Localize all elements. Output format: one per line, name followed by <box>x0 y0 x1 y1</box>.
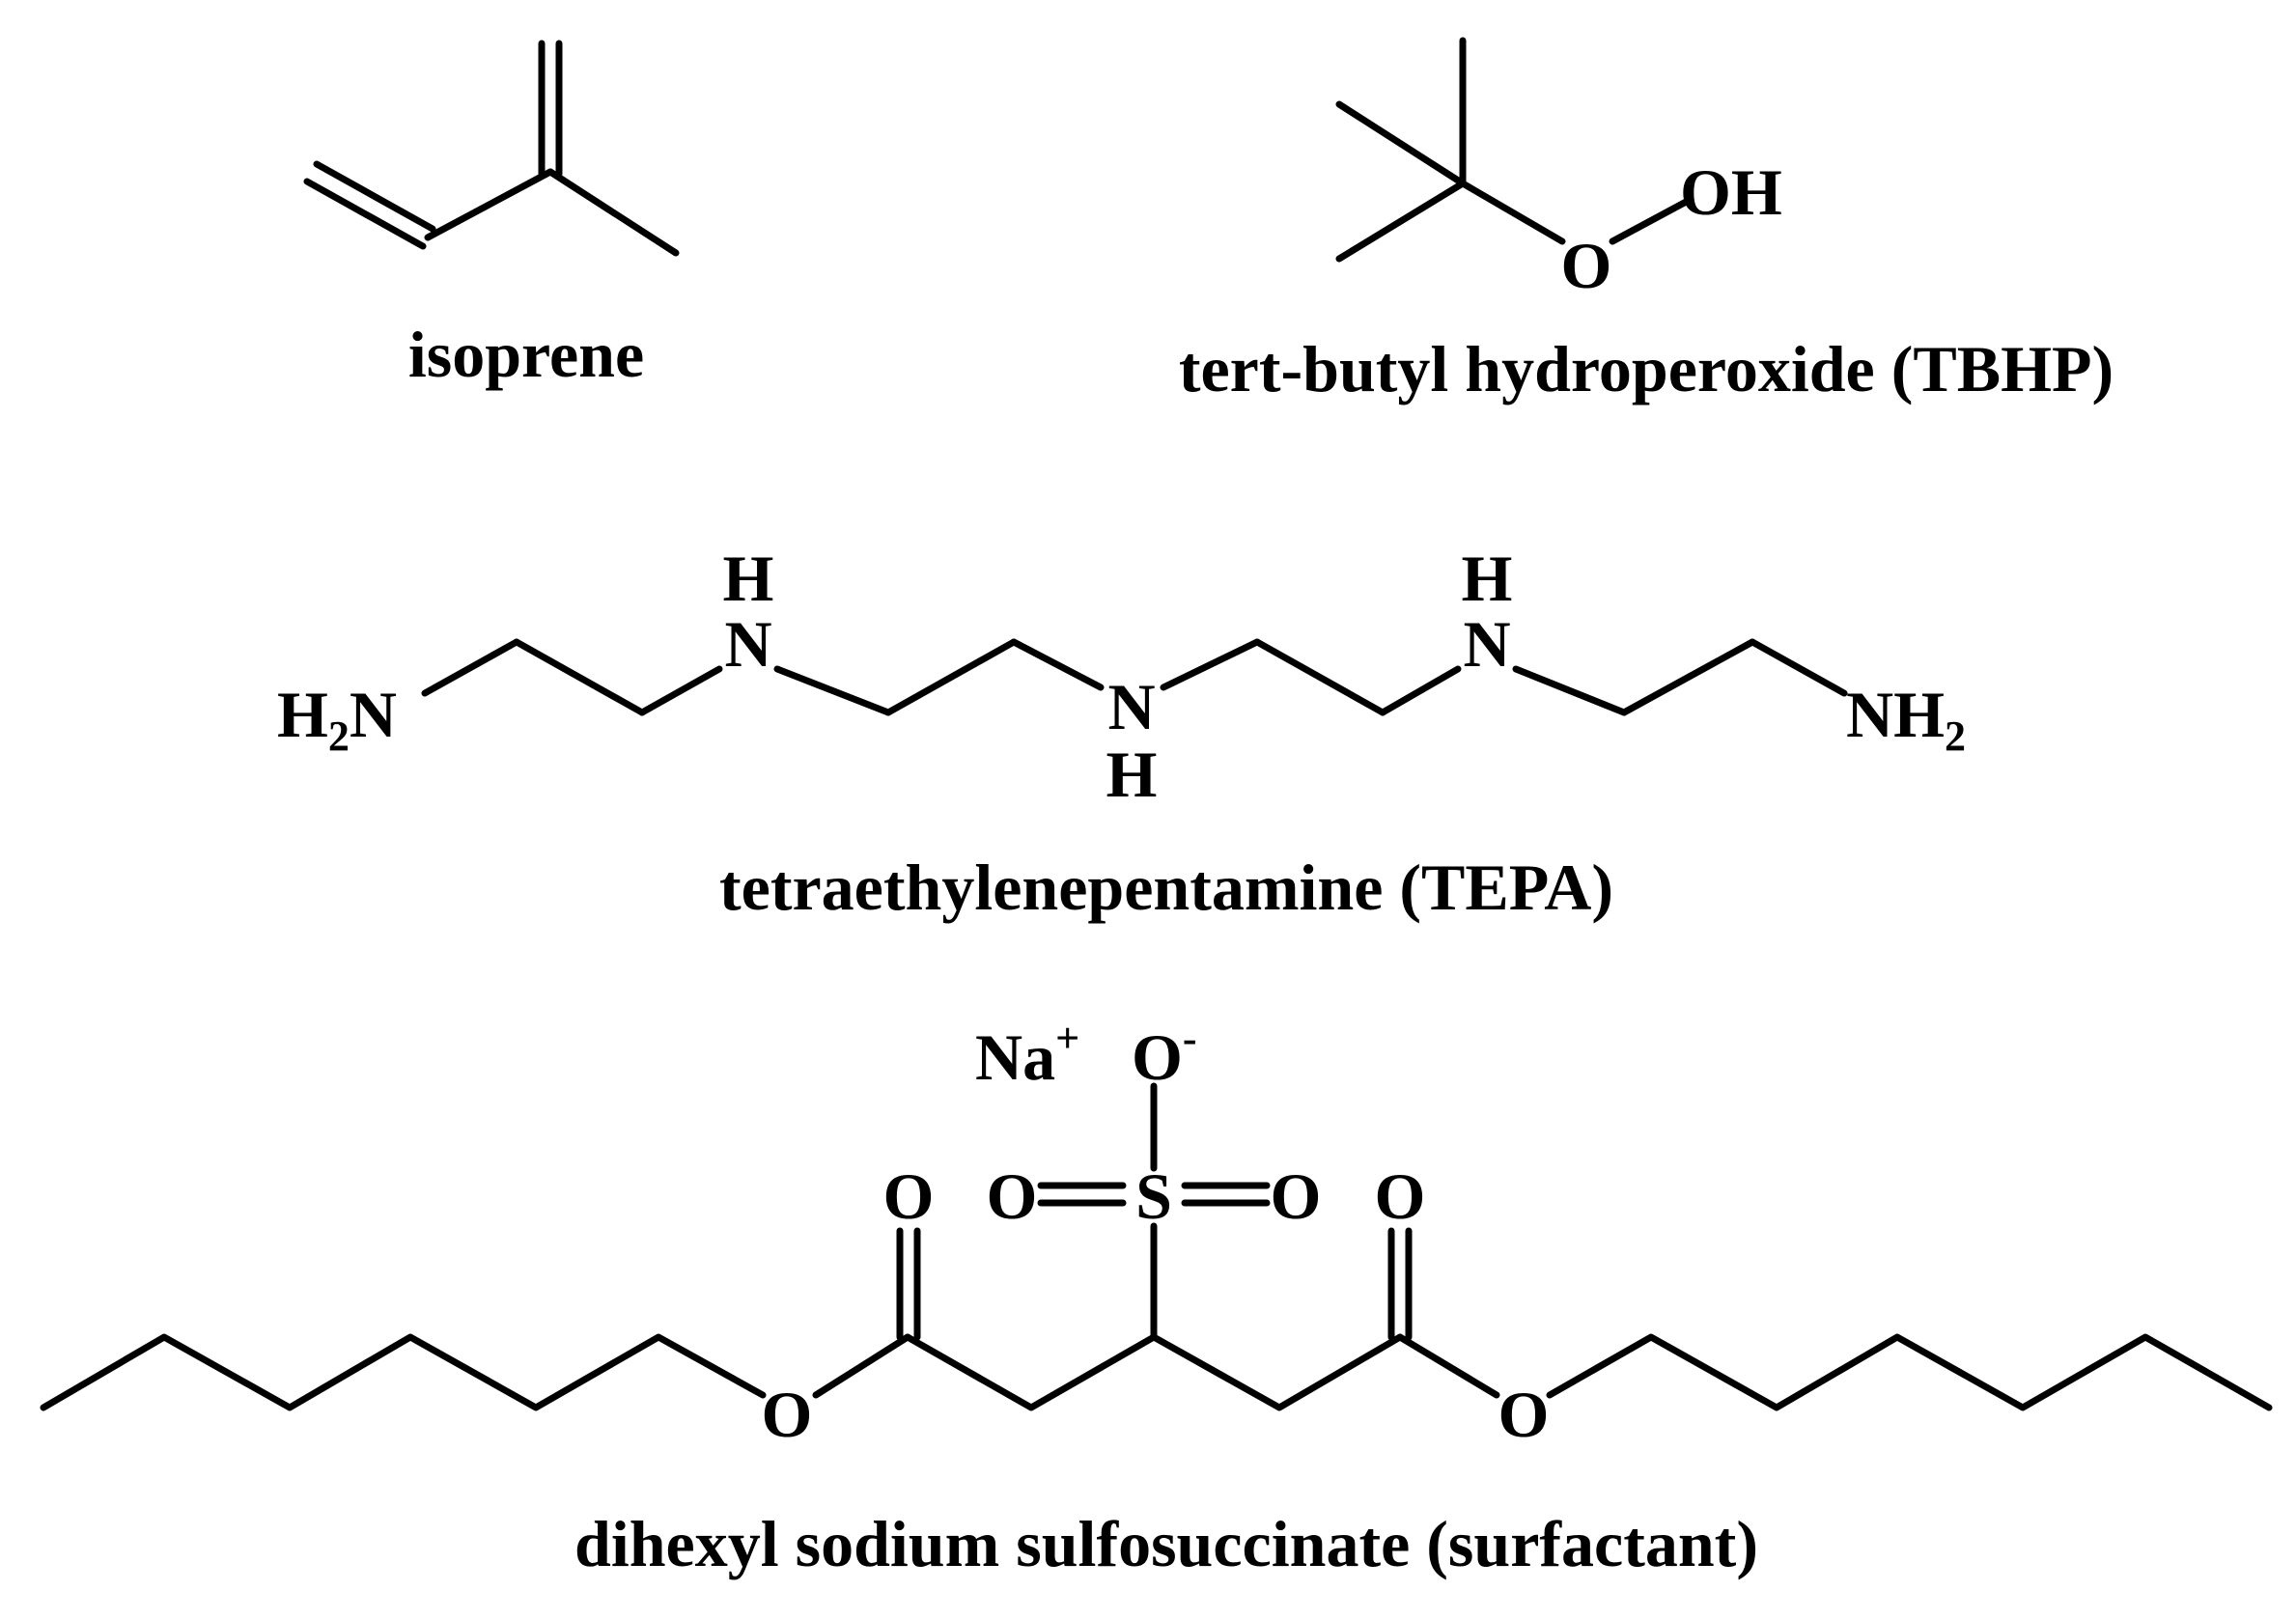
tbhp-hydroxyl: OH <box>1680 155 1782 229</box>
tbhp-structure <box>1335 37 1694 263</box>
tepa-nh1-n: N <box>724 607 771 681</box>
tepa-left-h: H <box>277 678 328 751</box>
tepa-structure <box>421 638 1848 716</box>
tepa-label: tetraethylenepentamine (TEPA) <box>719 851 1613 924</box>
tepa-right-amine: NH2 <box>1846 678 1966 760</box>
tbhp-peroxide-oxygen: O <box>1561 229 1612 302</box>
tepa-left-amine: H2N <box>277 678 397 760</box>
isoprene-label: isoprene <box>408 318 644 391</box>
tepa-left-sub: 2 <box>328 712 350 760</box>
sodium-symbol: Na <box>975 1020 1055 1094</box>
ester-oxygen-right: O <box>1498 1378 1550 1451</box>
tepa-nh3-n: N <box>1463 607 1510 681</box>
tepa-right-h: H <box>1893 678 1945 751</box>
isoprene-structure <box>303 40 680 257</box>
tepa-left-n: N <box>350 678 397 751</box>
sodium-charge: + <box>1055 1015 1079 1062</box>
sulfonyl-oxygen-right: O <box>1271 1159 1322 1233</box>
tepa-nh3-h: H <box>1462 542 1513 615</box>
tepa-nh1-h: H <box>723 542 774 615</box>
tbhp-label: tert-butyl hydroperoxide (TBHP) <box>1179 332 2114 405</box>
tepa-right-sub: 2 <box>1945 712 1966 760</box>
sulfonyl-oxygen-left: O <box>987 1159 1038 1233</box>
carbonyl-oxygen-left: O <box>883 1159 935 1233</box>
sulfur-atom: S <box>1135 1159 1172 1233</box>
surfactant-sulfonate-oxygen: O- <box>1132 1015 1197 1094</box>
surfactant-structure <box>40 1082 2273 1411</box>
surfactant-label: dihexyl sodium sulfosuccinate (surfactan… <box>574 1507 1758 1580</box>
tepa-right-n: N <box>1846 678 1893 751</box>
sulfonate-o-charge: - <box>1183 1015 1197 1062</box>
tepa-nh2-n: N <box>1107 670 1155 743</box>
ester-oxygen-left: O <box>762 1378 813 1451</box>
carbonyl-oxygen-right: O <box>1375 1159 1426 1233</box>
sulfonate-o-symbol: O <box>1132 1020 1183 1094</box>
tepa-nh2-h: H <box>1106 738 1158 811</box>
surfactant-sodium-ion: Na+ <box>975 1015 1079 1094</box>
